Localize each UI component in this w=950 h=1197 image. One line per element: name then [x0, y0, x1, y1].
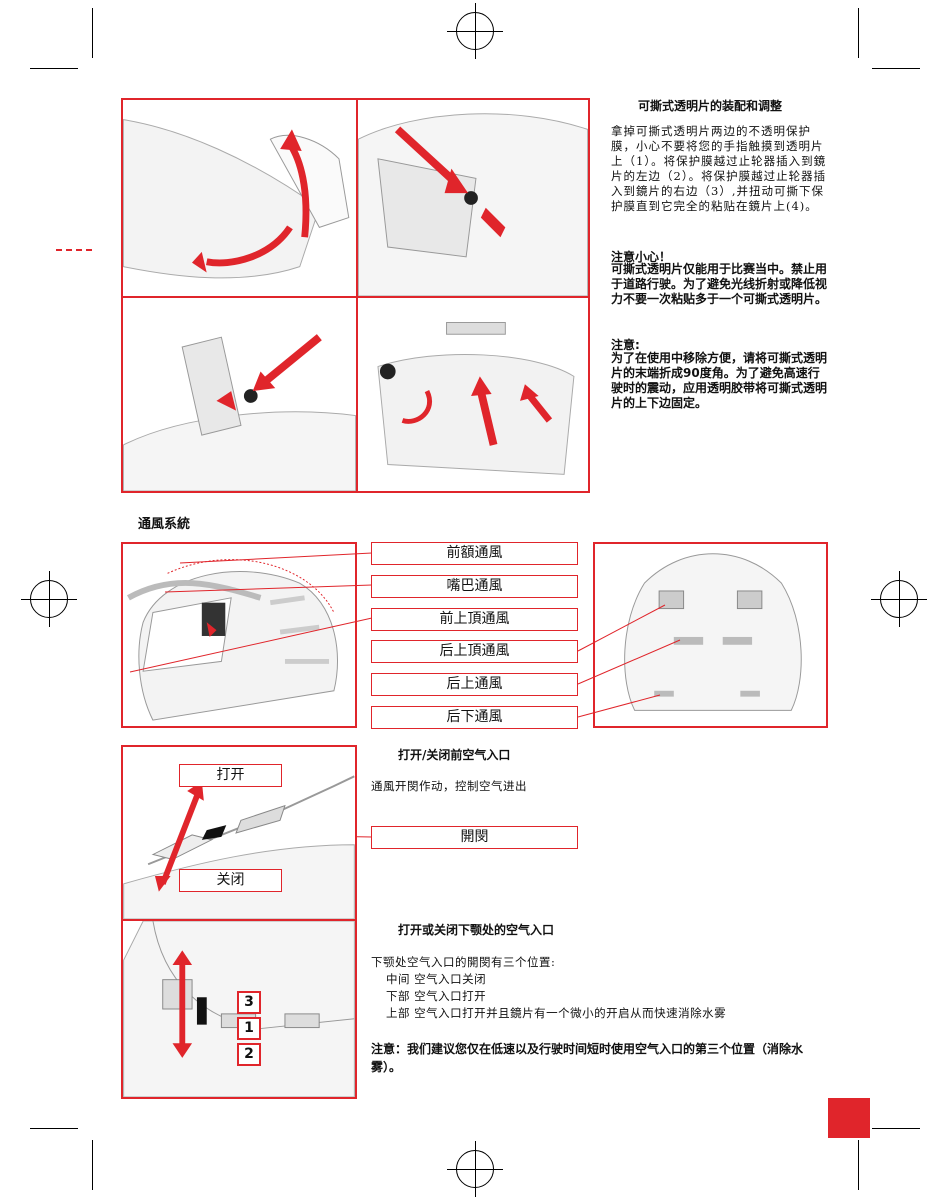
ventilation-rear-illustration: [593, 542, 828, 728]
crop-mark: [92, 1140, 93, 1190]
vent-label-rear-upper: 后上通風: [371, 673, 578, 696]
step-4-drawing: [377, 322, 575, 475]
visor-step-2-illustration: [356, 98, 590, 298]
chin-intake-intro: 下颚处空气入口的開閔有三个位置:: [371, 955, 556, 969]
open-label: 打开: [179, 764, 282, 787]
visor-caution-text: 可撕式透明片仅能用于比赛当中。禁止用于道路行驶。为了避免光线折射或降低视力不要一…: [611, 262, 828, 306]
visor-note-text: 为了在使用中移除方便，请将可撕式透明片的末端折成90度角。为了避免高速行驶时的震…: [611, 351, 828, 410]
step-1-drawing: [123, 119, 350, 279]
chin-intake-note: 注意：我们建议您仅在低速以及行驶时间短时使用空气入口的第三个位置（消除水雾）。: [371, 1042, 804, 1074]
page-tab: [828, 1098, 870, 1138]
ventilation-side-illustration: [121, 542, 357, 728]
crop-mark: [858, 8, 859, 58]
close-label: 关闭: [179, 869, 282, 892]
crop-mark: [92, 8, 93, 58]
vent-label-front-top: 前上頂通風: [371, 608, 578, 631]
position-1-badge: 1: [237, 1017, 261, 1040]
margin-dash: [56, 249, 92, 251]
step-2-drawing: [358, 113, 588, 296]
helmet-rear-drawing: [624, 553, 802, 711]
visor-step-1-illustration: [121, 98, 358, 298]
visor-caution-title: 注意小心！: [611, 250, 672, 264]
position-3-badge: 3: [237, 991, 261, 1014]
visor-paragraph: 拿掉可撕式透明片两边的不透明保护膜，小心不要将您的手指触摸到透明片上（1）。将保…: [611, 124, 827, 213]
step-3-drawing: [123, 334, 356, 491]
vent-label-mouth: 嘴巴通風: [371, 575, 578, 598]
helmet-side-drawing: [127, 559, 338, 721]
vent-label-rear-top: 后上頂通風: [371, 640, 578, 663]
vent-label-rear-lower: 后下通風: [371, 706, 578, 729]
vent-label-forehead: 前額通風: [371, 542, 578, 565]
visor-step-4-illustration: [356, 296, 590, 493]
registration-mark: [21, 571, 77, 627]
chin-pos-middle: 中间 空气入口关闭: [386, 972, 487, 986]
switch-label: 開閔: [371, 826, 578, 849]
crop-mark: [30, 68, 78, 69]
chin-pos-upper: 上部 空气入口打开并且鏡片有一个微小的开启从而快速消除水雾: [386, 1006, 727, 1020]
registration-mark: [871, 571, 927, 627]
crop-mark: [872, 1128, 920, 1129]
crop-mark: [858, 1140, 859, 1190]
front-intake-title: 打开/关闭前空气入口: [398, 748, 511, 762]
position-2-badge: 2: [237, 1043, 261, 1066]
visor-title: 可撕式透明片的装配和调整: [638, 99, 783, 113]
crop-mark: [872, 68, 920, 69]
visor-note-title: 注意:: [611, 338, 640, 352]
registration-mark: [447, 1141, 503, 1197]
chin-intake-title: 打开或关闭下颚处的空气入口: [398, 923, 555, 937]
front-intake-text: 通風开閔作动，控制空气进出: [371, 779, 527, 793]
visor-step-3-illustration: [121, 296, 358, 493]
crop-mark: [30, 1128, 78, 1129]
registration-mark: [447, 3, 503, 59]
chin-pos-lower: 下部 空气入口打开: [386, 989, 487, 1003]
ventilation-title: 通風系統: [138, 517, 191, 532]
